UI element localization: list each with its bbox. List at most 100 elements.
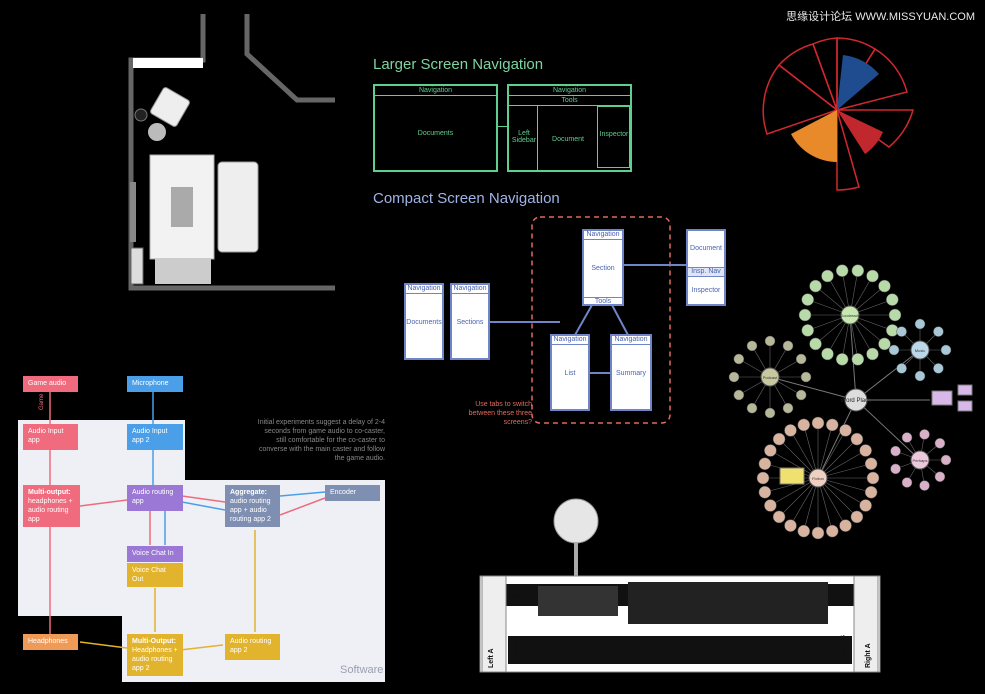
inspector-label: Inspector [691,287,721,294]
documents-label: Documents [417,130,454,137]
nav-bar: Navigation [406,285,442,294]
network-hub-label: Music [915,348,925,353]
network-leaf-node [940,454,952,466]
headphones-node: Headphones [23,634,78,650]
network-leaf-node [934,438,946,449]
nav-bar: Navigation [552,336,588,345]
network-leaf-node [756,471,770,485]
network-leaf-node [850,432,864,446]
network-leaf-node [801,293,814,306]
network-hub-node [760,367,780,387]
compact-document-screen: Document Insp. Nav Inspector [686,229,726,306]
left-sidebar-label: Left Sidebar [511,130,537,144]
right-a-label: Right A [865,643,872,668]
network-hub-node [910,450,930,470]
network-leaf-node [914,318,926,330]
network-leaf-node [886,293,899,306]
edge-label: Game [39,393,45,410]
network-leaf-node [797,524,811,538]
network-leaf-node [795,389,807,401]
network-center-label: Word Place [841,398,873,404]
left-side [481,575,507,673]
joystick-shaft [574,542,578,582]
game-audio-node: Game audio [23,376,78,392]
rose-petal [835,47,908,112]
right-b-label: Right B [840,635,847,660]
rose-petal-blue [837,55,879,110]
network-leaf-node [798,308,812,322]
network-leaf-node [825,524,839,538]
rose-petal [834,109,914,148]
audio-input-app2-node: Audio Input app 2 [127,424,183,450]
left-b-label: Left B [513,640,520,660]
network-leaf-node [821,347,834,361]
rose-petal [836,109,860,191]
network-leaf-node [859,499,872,512]
compact-section-screen: Navigation Section Tools [582,229,624,306]
network-leaf-node [811,416,825,430]
network-leaf-node [825,418,839,432]
rose-petal [777,43,839,113]
software-label: Software [340,664,384,676]
network-leaf-node [890,445,901,457]
rose-petal [762,63,839,135]
inspector-pane [597,106,630,168]
rose-petal [812,37,838,111]
aggregate-node: Aggregate: audio routing app + audio rou… [225,485,280,527]
sections-label: Sections [456,319,484,326]
arcade-stick-diagram [479,498,881,673]
network-leaf-node [746,340,758,352]
network-leaf-node [764,499,777,512]
network-leaf-node [919,429,930,440]
network-leaf-node [940,344,952,356]
inspector-label: Inspector [599,131,629,138]
lamp [134,108,148,122]
network-leaf-node [934,471,946,482]
tabs-note: Use tabs to switch between these three s… [468,401,532,426]
network-leaf-node [758,457,772,471]
document-label: Document [690,245,722,252]
network-leaf-node [764,444,777,457]
audio-routing-diagram: Game [18,392,385,682]
polar-rose-chart [762,37,914,191]
network-leaf-node [835,264,849,277]
network-leaf-node [835,353,849,366]
network-leaf-node [866,269,879,283]
section-label: Section [591,265,615,272]
software-region [18,420,385,682]
nav-bar: Navigation [584,231,622,240]
multi-output2-node: Multi-Output: Headphones + audio routing… [127,634,183,676]
network-leaf-node [866,347,879,361]
network-leaf-node [809,337,822,351]
network-square-node [957,400,973,412]
network-edge [817,399,857,479]
network-leaf-node [801,324,814,337]
network-leaf-node [784,519,797,532]
nav-bar: Navigation [612,336,650,345]
network-leaf-node [914,370,926,382]
cabinet [130,247,144,285]
buttons-row [628,582,828,624]
network-hub-label: Perhaps [913,458,928,463]
network-hub-node [840,305,860,325]
network-leaf-node [864,457,878,471]
network-leaf-node [746,402,758,414]
list-label: List [564,370,576,377]
network-hub-label: Podcast [763,375,778,380]
network-leaf-node [795,353,807,365]
audio-routing-app2-node: Audio routing app 2 [225,634,280,660]
network-leaf-node [811,526,825,540]
network-leaf-node [782,340,794,352]
multi-output-node: Multi-output: headphones + audio routing… [23,485,80,527]
network-hub-label: Fiction [812,476,824,481]
network-leaf-node [733,389,745,401]
network-leaf-node [878,279,891,293]
nav-bar: Navigation [452,285,488,294]
document-label: Document [552,136,584,143]
network-square-node [957,384,973,396]
network-leaf-node [850,510,864,524]
compact-documents-screen: Navigation Documents [404,283,444,360]
network-leaf-node [888,308,902,322]
tabs-group-outline [531,216,671,424]
network-leaf-node [800,371,812,383]
